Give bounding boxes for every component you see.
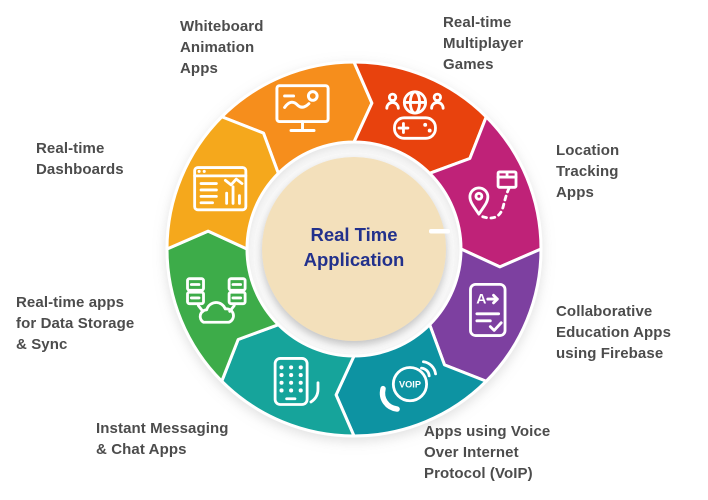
- segment-dashboards: [165, 115, 280, 251]
- center-circle: [262, 157, 446, 341]
- label-collaborative-education-apps: Collaborative Education Apps using Fireb…: [556, 303, 672, 362]
- center-circle-highlight-dash: [429, 229, 450, 234]
- label-location-tracking-apps: Location Tracking Apps: [556, 142, 620, 201]
- label-instant-messaging-chat-apps: Instant Messaging & Chat Apps: [96, 420, 229, 458]
- label-realtime-dashboards: Real-time Dashboards: [36, 140, 124, 178]
- label-whiteboard-animation-apps: Whiteboard Animation Apps: [180, 18, 264, 77]
- segment-messaging: [220, 323, 356, 438]
- label-realtime-multiplayer-games: Real-time Multiplayer Games: [443, 14, 524, 73]
- label-voip-apps: Apps using Voice Over Internet Protocol …: [424, 423, 551, 482]
- wheel-segments: [165, 60, 543, 438]
- label-data-storage-sync-apps: Real-time apps for Data Storage & Sync: [16, 294, 135, 353]
- center-title: Real Time Application: [303, 224, 405, 270]
